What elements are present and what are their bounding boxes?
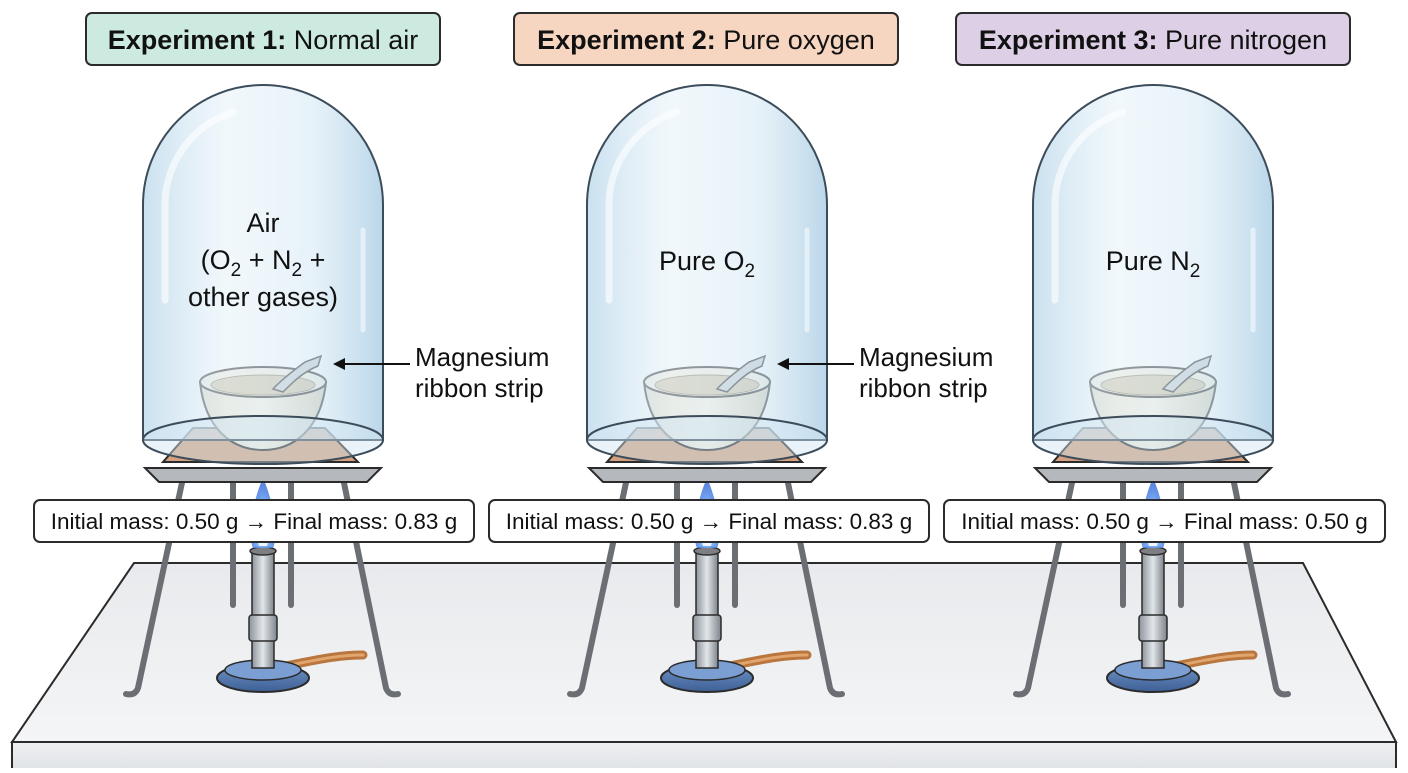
mass-result-box (943, 499, 1386, 543)
stand-leg (340, 475, 401, 698)
mass-result-box (33, 499, 475, 543)
callout-arrowhead (777, 358, 789, 370)
callout-label: ribbon strip (415, 373, 544, 403)
gas-label-text: Pure O (659, 246, 745, 276)
experiment-number: Experiment 1: (108, 25, 287, 55)
glass-highlight (1051, 108, 1127, 304)
experiment-number: Experiment 2: (537, 25, 716, 55)
stand-leg (784, 475, 845, 698)
mass-result-label: Initial mass: 0.50 g → Final mass: 0.50 … (961, 509, 1367, 534)
bell-jar-glass (586, 84, 828, 441)
mass-result-label: Initial mass: 0.50 g → Final mass: 0.83 … (506, 509, 912, 534)
burner-barrel (251, 549, 275, 669)
gas-label-line: Air (247, 208, 280, 238)
bell-jar (142, 84, 384, 465)
experiment-gas-name: Pure nitrogen (1157, 25, 1327, 55)
gas-label-text: other gases) (188, 282, 338, 312)
bell-jar (1032, 84, 1274, 465)
gas-label-line: (O2 + N2 + (201, 245, 326, 281)
gas-label-line: other gases) (188, 282, 338, 312)
gas-label-subscript: 2 (292, 260, 303, 281)
air-collar (1138, 614, 1168, 642)
burner-mouth (693, 546, 721, 556)
header-box (513, 12, 899, 66)
bell-jar-rim (586, 415, 828, 465)
header-box (955, 12, 1351, 66)
stand-leg (123, 475, 186, 698)
bell-jar (586, 84, 828, 465)
burner-barrel (695, 549, 719, 669)
callout-label: ribbon strip (859, 373, 988, 403)
tripod-plate (586, 467, 828, 483)
stand-leg (1230, 475, 1291, 698)
glass-highlight (161, 108, 237, 304)
stand-leg (1013, 475, 1076, 698)
experiment-gas-name: Normal air (286, 25, 418, 55)
experiment-title: Experiment 3: Pure nitrogen (979, 25, 1327, 55)
mass-result: Initial mass: 0.50 g → Final mass: 0.83 … (33, 499, 475, 543)
mass-result: Initial mass: 0.50 g → Final mass: 0.50 … (943, 499, 1386, 543)
experiment-gas-name: Pure oxygen (716, 25, 875, 55)
experiment-number: Experiment 3: (979, 25, 1158, 55)
burner-mouth (1139, 546, 1167, 556)
header-box (85, 12, 441, 66)
tripod-plate (142, 467, 384, 483)
mass-result-label: Initial mass: 0.50 g → Final mass: 0.83 … (51, 509, 457, 534)
mass-result-box (488, 499, 930, 543)
gas-label-text: (O (201, 245, 231, 275)
gas-label-subscript: 2 (1190, 261, 1201, 282)
bell-jar-rim (142, 415, 384, 465)
bell-jar-glass (1032, 84, 1274, 441)
gas-label-subscript: 2 (231, 260, 242, 281)
callout-label: Magnesium (415, 342, 549, 372)
gas-label-text: + (302, 245, 325, 275)
burner-barrel (1141, 549, 1165, 669)
experiment-header: Experiment 3: Pure nitrogen (955, 12, 1351, 66)
experiment-title: Experiment 2: Pure oxygen (537, 25, 875, 55)
callout-arrowhead (333, 358, 345, 370)
experiment-header: Experiment 1: Normal air (85, 12, 441, 66)
gas-label-text: Pure N (1106, 246, 1190, 276)
gas-label-subscript: 2 (744, 261, 755, 282)
stand-leg (567, 475, 630, 698)
bell-jar-glass (142, 84, 384, 441)
mass-result: Initial mass: 0.50 g → Final mass: 0.83 … (488, 499, 930, 543)
bell-jar-rim (1032, 415, 1274, 465)
burner-mouth (249, 546, 277, 556)
gas-label-text: + N (241, 245, 291, 275)
experiment-title: Experiment 1: Normal air (108, 25, 419, 55)
tripod-plate (1032, 467, 1274, 483)
gas-label-line: Pure O2 (659, 246, 755, 282)
air-collar (248, 614, 278, 642)
experiment-header: Experiment 2: Pure oxygen (513, 12, 899, 66)
gas-label-line: Pure N2 (1106, 246, 1201, 282)
air-collar (692, 614, 722, 642)
glass-highlight (605, 108, 681, 304)
table-front (11, 741, 1397, 773)
gas-label-text: Air (247, 208, 280, 238)
callout-label: Magnesium (859, 342, 993, 372)
